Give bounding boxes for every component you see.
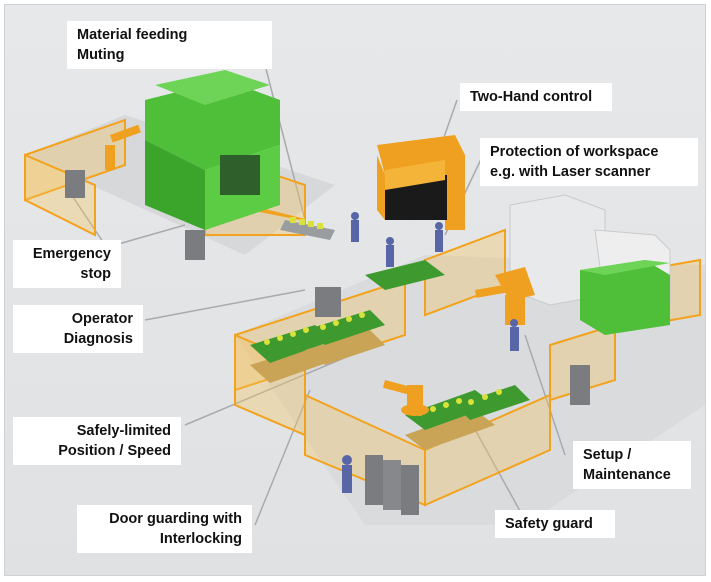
label-material-feeding-line1: Material feeding: [77, 27, 188, 43]
cabinet-right: [570, 365, 590, 405]
label-safety-guard-line1: Safety guard: [505, 516, 593, 532]
label-setup-line2: Maintenance: [583, 467, 671, 483]
workers: [342, 212, 519, 493]
label-door-guarding: Door guarding with Interlocking: [77, 505, 252, 553]
label-safety-guard: Safety guard: [495, 510, 615, 538]
label-safely-limited-line1: Safely-limited: [76, 423, 171, 439]
cabinet-left-1: [65, 170, 85, 198]
cabinet-center: [315, 287, 341, 317]
label-protection-workspace: Protection of workspace e.g. with Laser …: [480, 138, 698, 186]
pallets: [250, 260, 530, 450]
center-robot: [382, 379, 429, 416]
label-emergency-line1: Emergency: [32, 246, 111, 262]
diagram-frame: Material feeding Muting Two-Hand control…: [4, 4, 706, 576]
label-protection-line2: e.g. with Laser scanner: [490, 164, 651, 180]
parts-front: [264, 312, 502, 416]
press-brake: [377, 135, 465, 230]
right-robot: [475, 267, 535, 325]
label-material-feeding-line2: Muting: [77, 47, 125, 63]
label-operator-line1: Operator: [71, 311, 133, 327]
label-two-hand-control: Two-Hand control: [460, 83, 612, 111]
control-cabinets-front: [365, 455, 419, 515]
label-protection-line1: Protection of workspace: [490, 144, 659, 160]
label-emergency-line2: stop: [80, 266, 111, 282]
label-operator-line2: Diagnosis: [63, 331, 133, 347]
label-material-feeding: Material feeding Muting: [67, 21, 272, 69]
label-door-guarding-line1: Door guarding with: [109, 511, 242, 527]
left-robot: [105, 124, 141, 170]
label-door-guarding-line2: Interlocking: [159, 531, 242, 547]
green-machine-right: [580, 260, 670, 335]
label-safely-limited: Safely-limited Position / Speed: [13, 417, 181, 465]
cabinet-left-2: [185, 230, 205, 260]
label-safely-limited-line2: Position / Speed: [58, 443, 171, 459]
label-two-hand-line1: Two-Hand control: [470, 89, 593, 105]
label-setup-maintenance: Setup / Maintenance: [573, 441, 691, 489]
parts-left: [290, 217, 323, 229]
label-emergency-stop: Emergency stop: [13, 240, 121, 288]
green-press: [145, 70, 280, 230]
label-operator-diagnosis: Operator Diagnosis: [13, 305, 143, 353]
label-setup-line1: Setup /: [583, 447, 632, 463]
conveyor-left: [280, 220, 335, 240]
